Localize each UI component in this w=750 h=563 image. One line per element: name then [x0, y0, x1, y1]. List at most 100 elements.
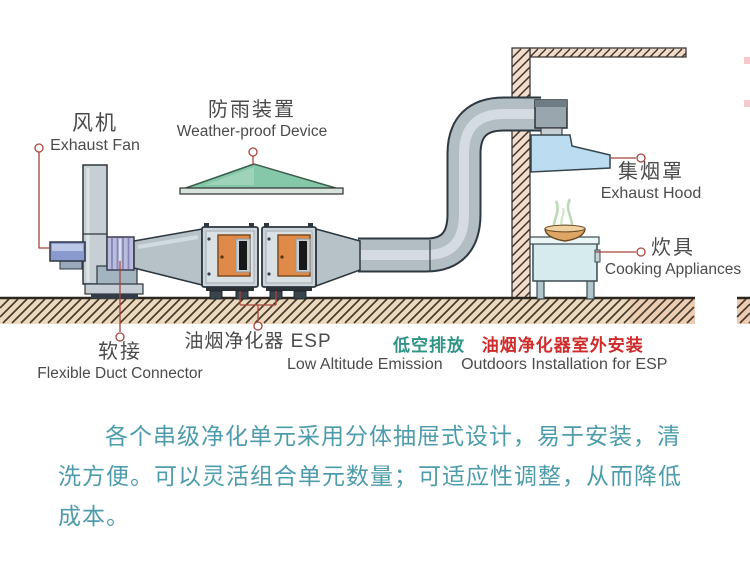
unit-foot	[209, 290, 223, 300]
bolt	[207, 272, 211, 276]
hatch-line	[218, 298, 244, 324]
hatch-line	[515, 282, 531, 298]
hatch-line	[561, 48, 571, 58]
hood-assembly	[530, 99, 611, 173]
esp-leader	[239, 291, 277, 321]
hatch-line	[623, 298, 649, 324]
outlet-cone	[315, 228, 361, 288]
hatch-line	[326, 298, 352, 324]
hatch-line	[593, 48, 603, 58]
hatch-line	[209, 298, 235, 324]
bolt	[267, 272, 271, 276]
esp-unit-1	[201, 223, 259, 300]
hatch-line	[545, 48, 555, 58]
hatch-line	[425, 298, 451, 324]
hatch-line	[739, 312, 750, 324]
hatch-line	[511, 183, 531, 203]
hatch-line	[110, 298, 136, 324]
duct-highlight	[358, 109, 541, 260]
low-altitude-emission-cn: 低空排放	[393, 336, 465, 355]
hatch-line	[578, 298, 604, 324]
weather-label-cn: 防雨装置	[208, 99, 296, 121]
hatch-line	[511, 66, 531, 86]
unit-nub	[249, 223, 254, 227]
hatch-line	[38, 298, 64, 324]
hatch-line	[0, 298, 19, 318]
hatch-line	[511, 147, 531, 167]
edge-mark	[744, 57, 750, 64]
hatch-line	[83, 298, 109, 324]
fan-label: 风机 Exhaust Fan	[30, 112, 160, 156]
hatch-line	[434, 298, 460, 324]
hatch-line	[263, 298, 289, 324]
hatch-line	[344, 298, 370, 324]
door-handle	[280, 255, 284, 259]
hatch-line	[511, 75, 531, 95]
ground	[0, 296, 750, 324]
hatch-line	[137, 298, 163, 324]
hood-label-en: Exhaust Hood	[600, 184, 702, 202]
paragraph-line: 成本。	[58, 503, 130, 529]
hatch-line	[497, 298, 523, 324]
exhaust-fan	[49, 164, 144, 299]
leader-dot	[34, 143, 44, 153]
weather-label-en: Weather-proof Device	[176, 122, 328, 140]
unit-base	[206, 287, 254, 291]
hatch-line	[511, 228, 531, 248]
hatch-line	[317, 298, 343, 324]
bolt	[207, 237, 211, 241]
hatch-line	[47, 298, 73, 324]
hatch-line	[614, 298, 640, 324]
hatch-line	[511, 165, 531, 185]
hatch-line	[542, 298, 568, 324]
hatch-line	[29, 298, 55, 324]
hatch-line	[736, 298, 747, 309]
hatch-line	[2, 298, 28, 324]
hatch-line	[182, 298, 208, 324]
hatch-line	[641, 298, 667, 324]
hatch-line	[524, 298, 550, 324]
leader-dot	[253, 321, 263, 331]
description-paragraph: 各个串级净化单元采用分体抽屉式设计，易于安装，清 洗方便。可以灵活组合单元数量；…	[58, 416, 703, 536]
hatch-line	[308, 298, 334, 324]
cooking-appliance	[529, 198, 601, 300]
fan-housing-highlight	[52, 244, 83, 251]
unit-nub	[264, 223, 269, 227]
hatch-line	[362, 298, 388, 324]
hatch-line	[681, 52, 687, 58]
paragraph-line: 各个串级净化单元采用分体抽屉式设计，易于安装，清	[105, 423, 681, 449]
flexible-connector-label: 软接 Flexible Duct Connector	[25, 341, 215, 383]
hatch-line	[236, 298, 262, 324]
hatch-line	[511, 255, 531, 275]
hatch-line	[74, 298, 100, 324]
emission-caption-en: Low Altitude Emission Outdoors Installat…	[287, 356, 667, 374]
fan-base-strip	[91, 294, 138, 299]
leader-dot	[636, 247, 646, 257]
hatch-line	[155, 298, 181, 324]
hatch-line	[657, 48, 667, 58]
stove-handle	[594, 249, 601, 263]
hatch-line	[128, 298, 154, 324]
hatch-line	[515, 298, 541, 324]
ground-hatch	[0, 298, 695, 324]
leader-dot	[248, 147, 258, 157]
hatch-line	[281, 298, 307, 324]
leader-dots	[34, 143, 646, 342]
hatch-line	[609, 48, 619, 58]
hatch-line	[511, 156, 531, 176]
hatch-line	[511, 264, 531, 284]
bolt	[267, 237, 271, 241]
hatch-line	[633, 48, 643, 58]
hatch-line	[551, 298, 577, 324]
exhaust-duct	[358, 96, 541, 273]
unit-nub	[204, 223, 209, 227]
unit-base	[266, 287, 312, 291]
cooking-appliances-label: 炊具 Cooking Appliances	[596, 237, 750, 279]
hatch-line	[146, 298, 172, 324]
hatch-line	[11, 298, 37, 324]
hatch-line	[511, 174, 531, 194]
hatch-line	[191, 298, 217, 324]
hatch-line	[537, 48, 547, 58]
leader-dot	[636, 153, 646, 163]
